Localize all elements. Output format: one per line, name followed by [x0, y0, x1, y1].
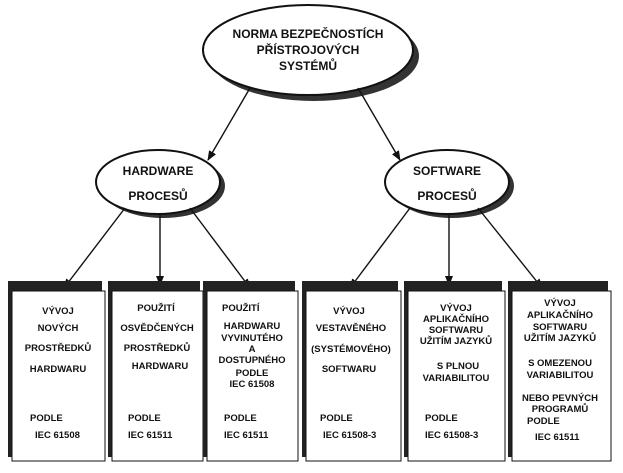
arrow-hardware-to-box1	[63, 207, 126, 289]
box-1-line-4: HARDWARU	[30, 364, 87, 375]
box-5-line-5: S PLNOU	[437, 361, 479, 372]
box-6-line-2: APLIKAČNÍHO	[527, 309, 593, 321]
box-4-line-1: VÝVOJ	[333, 305, 365, 317]
box-1-line-2: NOVÝCH	[38, 322, 79, 334]
root-line-2: PŘÍSTROJOVÝCH	[257, 42, 360, 57]
box-5: VÝVOJ APLIKAČNÍHO SOFTWARU UŽITÍM JAZYKŮ…	[404, 281, 506, 462]
box-6-line-5: S OMEZENOU	[528, 358, 592, 369]
box-2-line-1: POUŽITÍ	[137, 302, 175, 314]
software-line-1: SOFTWARE	[413, 164, 481, 178]
box-6-line-8: PROGRAMŮ	[532, 403, 589, 415]
box-4-line-2: VESTAVĚNÉHO	[316, 322, 386, 334]
box-4-line-3: (SYSTÉMOVÉHO)	[311, 344, 391, 355]
box-3-line-4: A	[249, 344, 256, 355]
box-1-line-6: IEC 61508	[35, 430, 80, 441]
box-3-line-5: DOSTUPNÉHO	[218, 355, 285, 366]
box-6-line-1: VÝVOJ	[544, 297, 576, 309]
box-5-line-6: VARIABILITOU	[423, 373, 490, 384]
root-node: NORMA BEZPEČNOSTÍCH PŘÍSTROJOVÝCH SYSTÉM…	[202, 4, 419, 101]
box-5-line-7: PODLE	[425, 413, 458, 424]
box-6-line-3: SOFTWARU	[533, 322, 587, 333]
box-6-line-7: NEBO PEVNÝCH	[522, 392, 598, 404]
box-5-line-3: SOFTWARU	[429, 325, 483, 336]
software-node: SOFTWARE PROCESŮ	[384, 149, 514, 218]
box-6-line-6: VARIABILITOU	[527, 370, 594, 381]
box-2-line-4: HARDWARU	[132, 361, 189, 372]
box-2-line-6: IEC 61511	[128, 430, 173, 441]
box-3-line-2: HARDWARU	[224, 321, 281, 332]
root-line-1: NORMA BEZPEČNOSTÍCH	[233, 26, 384, 41]
box-6-line-4: UŽITÍM JAZYKŮ	[524, 332, 596, 344]
hardware-node: HARDWARE PROCESŮ	[95, 149, 225, 218]
box-5-line-4: UŽITÍM JAZYKŮ	[420, 335, 492, 347]
arrow-software-to-box6	[477, 207, 543, 289]
box-2-line-3: PROSTŘEDKŮ	[124, 342, 191, 354]
box-5-line-2: APLIKAČNÍHO	[423, 313, 489, 325]
software-line-2: PROCESŮ	[417, 187, 476, 203]
box-1-line-5: PODLE	[30, 413, 63, 424]
root-line-3: SYSTÉMŮ	[279, 57, 337, 73]
box-1: VÝVOJ NOVÝCH PROSTŘEDKŮ HARDWARU PODLE I…	[8, 281, 106, 462]
box-3-line-6: PODLE	[236, 368, 269, 379]
box-2-line-2: OSVĚDČENÝCH	[120, 322, 194, 334]
box-6-line-9: PODLE	[527, 416, 560, 427]
box-3-line-7: IEC 61508	[230, 379, 275, 390]
box-4: VÝVOJ VESTAVĚNÉHO (SYSTÉMOVÉHO) SOFTWARU…	[302, 281, 402, 462]
box-6-line-10: IEC 61511	[535, 432, 580, 443]
box-4-line-4: SOFTWARU	[322, 364, 376, 375]
box-4-line-6: IEC 61508-3	[323, 430, 376, 441]
box-5-line-1: VÝVOJ	[440, 302, 472, 314]
arrow-root-to-software	[357, 87, 401, 161]
box-5-line-8: IEC 61508-3	[425, 430, 478, 441]
box-3-line-1: POUŽITÍ	[222, 302, 260, 314]
box-2-line-5: PODLE	[128, 413, 161, 424]
box-3-line-9: IEC 61511	[224, 430, 269, 441]
arrow-root-to-hardware	[207, 87, 251, 161]
hardware-line-2: PROCESŮ	[128, 187, 187, 203]
box-6: VÝVOJ APLIKAČNÍHO SOFTWARU UŽITÍM JAZYKŮ…	[508, 281, 612, 462]
hardware-line-1: HARDWARE	[123, 164, 194, 178]
box-3-line-8: PODLE	[224, 413, 257, 424]
box-3: POUŽITÍ HARDWARU VYVINUTÉHO A DOSTUPNÉHO…	[203, 281, 299, 462]
box-4-line-5: PODLE	[320, 413, 353, 424]
arrow-hardware-to-box3	[189, 207, 251, 289]
box-3-line-3: VYVINUTÉHO	[221, 333, 283, 344]
arrow-software-to-box4	[349, 207, 411, 289]
box-1-line-1: VÝVOJ	[42, 305, 74, 317]
box-2: POUŽITÍ OSVĚDČENÝCH PROSTŘEDKŮ HARDWARU …	[108, 281, 204, 462]
box-1-line-3: PROSTŘEDKŮ	[25, 342, 92, 354]
